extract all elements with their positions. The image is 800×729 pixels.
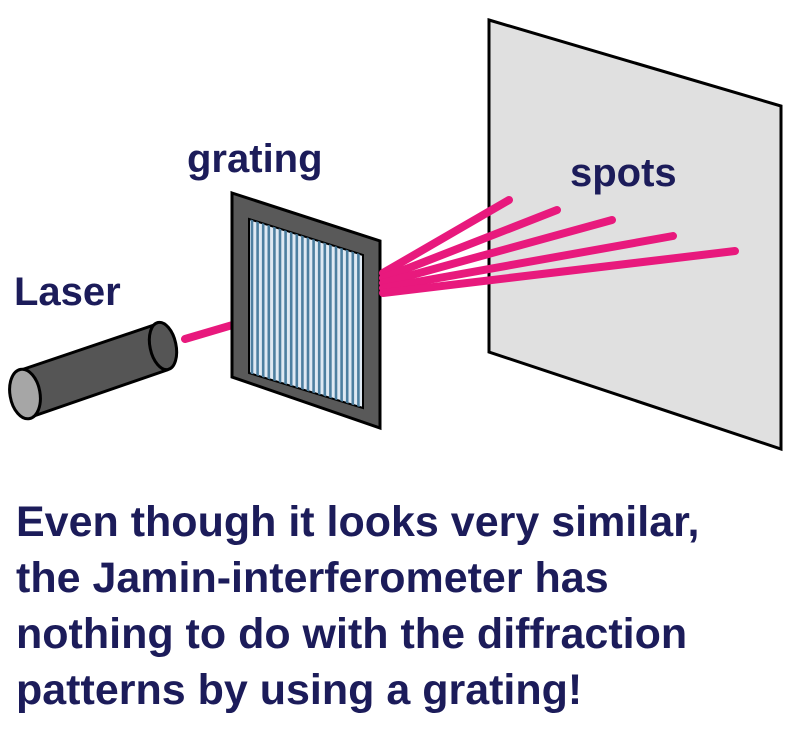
caption-line: Even though it looks very similar, (16, 498, 700, 546)
observation-screen (487, 17, 783, 452)
label-spots: spots (570, 151, 677, 195)
caption-text: Even though it looks very similar, the J… (16, 494, 796, 718)
caption-line: the Jamin-interferometer has (16, 554, 609, 602)
caption-line: nothing to do with the diffraction (16, 610, 688, 658)
diffracted-beam (379, 196, 513, 277)
grating-icon (230, 190, 382, 431)
diffracted-beam (379, 206, 561, 282)
laser-body (19, 321, 169, 421)
caption-line: patterns by using a grating! (16, 666, 583, 714)
diffracted-beam (379, 247, 739, 297)
label-grating: grating (187, 137, 323, 181)
diffracted-beam (379, 216, 616, 287)
label-laser: Laser (14, 270, 121, 314)
diffracted-beams (379, 196, 739, 297)
laser-front-face (8, 367, 42, 421)
laser-back-cap (147, 320, 179, 372)
diffracted-beam (379, 232, 677, 292)
laser-icon (8, 320, 179, 421)
